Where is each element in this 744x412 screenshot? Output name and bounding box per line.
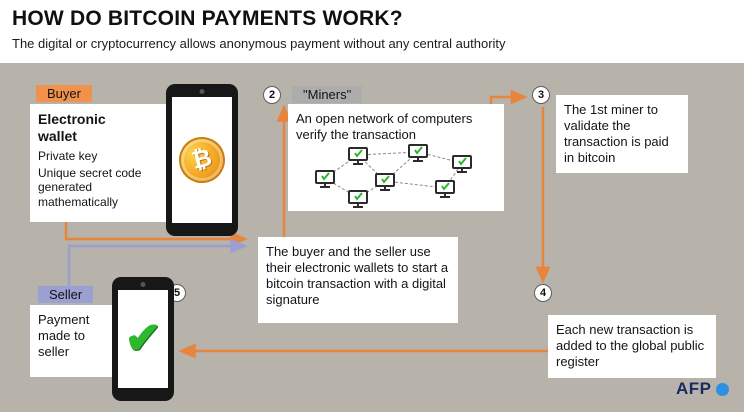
transaction-description: The buyer and the seller use their elect… [266,244,449,308]
seller-phone: ✔ [112,277,174,401]
buyer-badge: Buyer [36,85,92,102]
first-miner-description: The 1st miner to validate the transactio… [564,102,669,166]
step-2-marker: 2 [263,86,281,104]
buyer-phone-screen: ₿ [172,97,232,223]
payment-check-icon: ✔ [124,314,162,363]
buyer-phone: ₿ [166,84,238,236]
computer-icon [348,190,368,208]
bitcoin-coin-icon: ₿ [174,132,230,188]
miners-badge: "Miners" [292,86,363,103]
afp-logo-text: AFP [676,379,712,398]
bitcoin-symbol: ₿ [189,144,215,175]
buyer-heading: Electronic wallet [38,111,106,145]
computer-icon [452,155,472,173]
buyer-subheading: Private key [38,148,98,163]
miners-box: An open network of computers verify the … [288,104,504,211]
first-miner-box: The 1st miner to validate the transactio… [556,95,688,173]
phone-camera-icon [140,282,146,287]
transaction-box: The buyer and the seller use their elect… [258,237,458,323]
page-title: HOW DO BITCOIN PAYMENTS WORK? [12,7,403,30]
afp-logo: AFP [676,379,729,399]
buyer-description: Unique secret code generated mathematica… [38,165,142,210]
seller-description: Payment made to seller [38,312,90,360]
step-3-marker: 3 [532,86,550,104]
register-description: Each new transaction is added to the glo… [556,322,705,370]
phone-camera-icon [199,89,205,94]
seller-phone-screen: ✔ [118,290,168,388]
computer-icon [375,173,395,191]
computer-icon [348,147,368,165]
afp-globe-icon [715,382,729,396]
arrow-miners-to-step3 [489,89,528,105]
seller-box: Payment made to seller [30,305,126,377]
register-box: Each new transaction is added to the glo… [548,315,716,378]
computer-icon [408,144,428,162]
computer-icon [435,180,455,198]
seller-badge: Seller [38,286,94,303]
miners-network [315,144,472,208]
header: HOW DO BITCOIN PAYMENTS WORK? The digita… [0,0,744,63]
miners-description: An open network of computers verify the … [296,111,473,143]
step-4-marker: 4 [534,284,552,302]
buyer-box: Electronic wallet Private key Unique sec… [30,104,166,222]
computer-icon [315,170,335,188]
page-subtitle: The digital or cryptocurrency allows ano… [12,36,506,51]
